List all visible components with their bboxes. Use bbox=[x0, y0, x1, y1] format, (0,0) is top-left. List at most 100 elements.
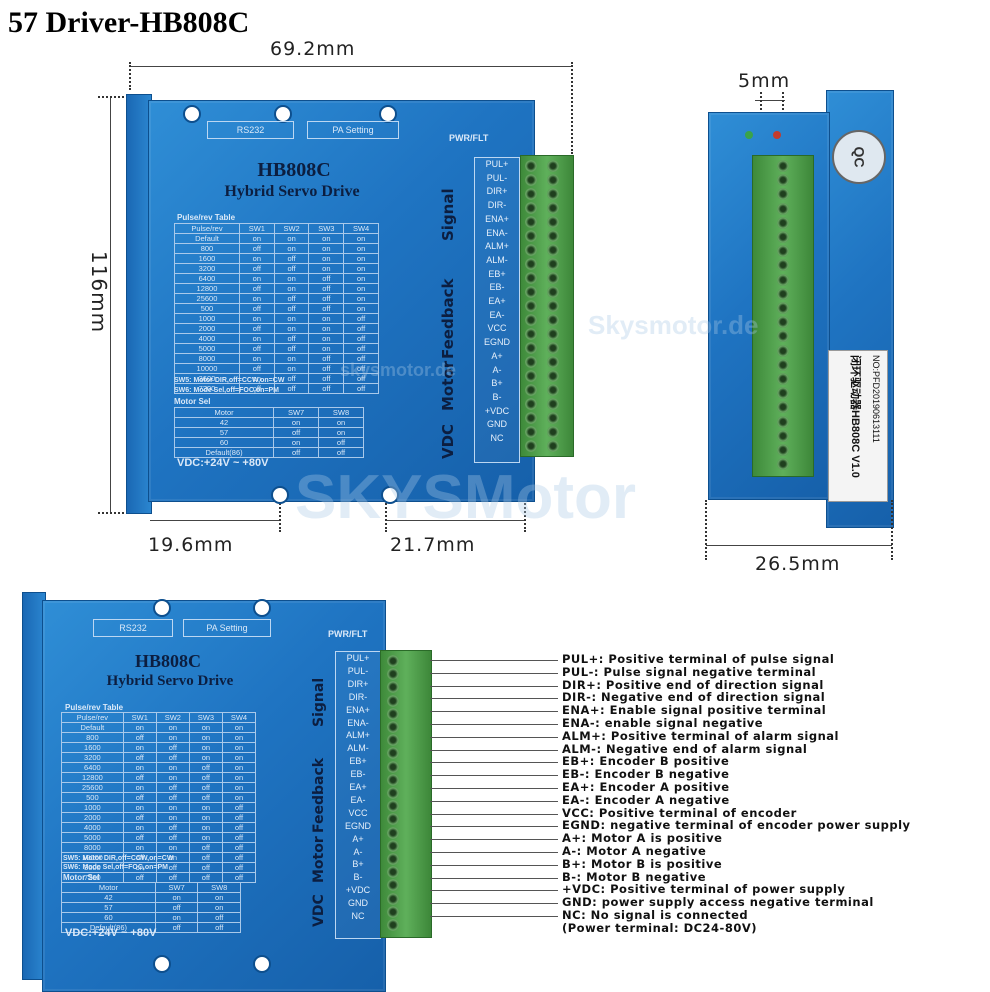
table-cell: off bbox=[155, 872, 190, 883]
pin-label: EB- bbox=[489, 282, 505, 293]
motor-group-label: Motor bbox=[311, 836, 327, 883]
pin-description: EA+: Encoder A positive bbox=[562, 780, 730, 794]
pin-label: PUL+ bbox=[346, 653, 370, 663]
width-dimension: 69.2mm bbox=[270, 38, 356, 60]
table-cell: 4000 bbox=[174, 333, 240, 344]
terminal-screw bbox=[387, 905, 399, 918]
terminal-screw bbox=[547, 202, 559, 214]
bottom-right-dimension-line bbox=[385, 520, 525, 521]
table-cell: off bbox=[221, 842, 257, 853]
pa-setting-port-label: PA Setting bbox=[307, 121, 399, 139]
table-cell: on bbox=[273, 437, 320, 448]
table-cell: off bbox=[154, 902, 199, 913]
table-cell: off bbox=[343, 383, 379, 394]
leader-line bbox=[430, 762, 558, 764]
table-cell: off bbox=[238, 303, 275, 314]
pin-label: A+ bbox=[352, 833, 364, 844]
table-cell: off bbox=[122, 832, 157, 843]
pin-description: PUL+: Positive terminal of pulse signal bbox=[562, 652, 835, 666]
table-cell: off bbox=[188, 842, 223, 853]
leader-line bbox=[430, 839, 558, 841]
pin-label: B+ bbox=[352, 859, 364, 870]
terminal-screw bbox=[525, 300, 537, 312]
table-cell: on bbox=[238, 333, 275, 344]
feedback-group-label: Feedback bbox=[439, 278, 457, 359]
sw5-note: SW5: Motor DIR,off=CCW,on=CW bbox=[63, 855, 174, 862]
table-cell: 6400 bbox=[174, 273, 240, 284]
table-cell: on bbox=[273, 233, 310, 244]
watermark-small: skysmotor.de bbox=[340, 360, 457, 380]
table-cell: off bbox=[221, 802, 257, 813]
pin-label: EA+ bbox=[488, 296, 506, 306]
pin-label: EGND bbox=[483, 337, 510, 348]
qc-label: QC bbox=[851, 146, 867, 168]
table-cell: off bbox=[188, 782, 223, 793]
table-cell: 4000 bbox=[61, 822, 124, 833]
table-cell: 1000 bbox=[174, 313, 240, 324]
terminal-screw bbox=[547, 342, 559, 354]
signal-group-label: Signal bbox=[311, 677, 327, 727]
product-name: Hybrid Servo Drive bbox=[224, 183, 360, 200]
pin-label: DIR+ bbox=[347, 678, 369, 689]
table-cell: on bbox=[273, 363, 310, 374]
table-cell: on bbox=[221, 772, 257, 783]
pin-label: ENA- bbox=[486, 227, 508, 238]
terminal-screw bbox=[547, 160, 559, 172]
model-label: HB808C bbox=[134, 651, 201, 671]
terminal-screw bbox=[525, 440, 537, 452]
terminal-screw bbox=[547, 426, 559, 438]
leader-line bbox=[430, 775, 558, 777]
leader-line bbox=[430, 698, 558, 700]
terminal-screw bbox=[387, 787, 399, 799]
table-cell: off bbox=[122, 772, 157, 783]
terminal-screw bbox=[777, 231, 789, 243]
pin-label: PUL- bbox=[486, 172, 508, 183]
terminal-screw bbox=[387, 694, 399, 707]
table-header-cell: Motor bbox=[173, 407, 275, 418]
bottom-left-dimension-line bbox=[150, 520, 280, 521]
pin-label: EA- bbox=[350, 794, 366, 805]
table-header-cell: Pulse/rev bbox=[61, 712, 124, 723]
terminal-screw bbox=[777, 373, 789, 385]
pin-description: ENA-: enable signal negative bbox=[562, 716, 764, 730]
table-cell: off bbox=[318, 447, 364, 458]
table-cell: 5000 bbox=[174, 343, 240, 354]
vdc-rating: VDC:+24V ~ +80V bbox=[177, 457, 269, 469]
table-cell: on bbox=[122, 722, 157, 733]
table-cell: off bbox=[308, 363, 345, 374]
terminal-screw bbox=[387, 826, 399, 839]
table-cell: off bbox=[188, 762, 223, 773]
pin-description: EB-: Encoder B negative bbox=[562, 767, 730, 782]
table-cell: off bbox=[273, 343, 310, 354]
table-cell: 6400 bbox=[61, 762, 124, 773]
table-cell: off bbox=[188, 772, 223, 783]
table-cell: 3200 bbox=[61, 752, 124, 763]
terminal-screw bbox=[777, 444, 789, 456]
terminal-screw bbox=[547, 174, 559, 186]
terminal-screw bbox=[387, 681, 399, 694]
table-cell: 1600 bbox=[61, 742, 124, 753]
pin-description: +VDC: Positive terminal of power supply bbox=[562, 882, 846, 897]
depth-dimension-tick-left bbox=[705, 500, 707, 560]
pin-label: EGND bbox=[344, 820, 371, 831]
pulse-table-title: Pulse/rev Table bbox=[177, 213, 236, 222]
table-cell: 500 bbox=[61, 792, 124, 803]
table-cell: off bbox=[273, 303, 310, 314]
terminal-screw bbox=[525, 412, 537, 424]
terminal-screw bbox=[525, 174, 537, 186]
terminal-screw bbox=[547, 328, 559, 340]
bottom-left-dimension-tick bbox=[279, 500, 281, 532]
table-header-cell: SW3 bbox=[308, 223, 345, 234]
table-cell: 1000 bbox=[61, 802, 124, 813]
pin-description: A-: Motor A negative bbox=[562, 844, 707, 858]
table-header-cell: SW2 bbox=[273, 223, 310, 234]
table-cell: on bbox=[318, 427, 364, 438]
table-cell: 2000 bbox=[61, 812, 124, 823]
pulse-table-title: Pulse/rev Table bbox=[65, 703, 124, 712]
table-cell: off bbox=[343, 313, 379, 324]
